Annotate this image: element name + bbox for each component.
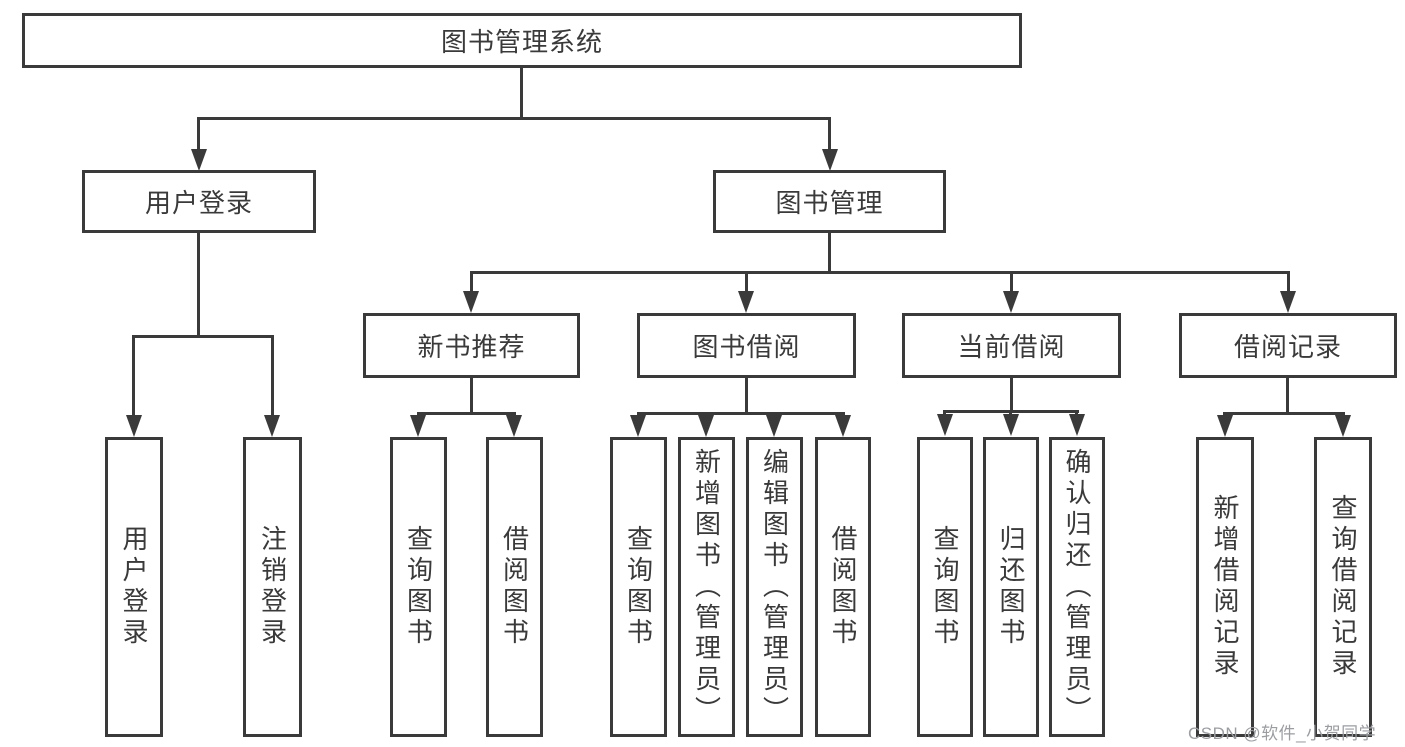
edge-line	[637, 412, 845, 415]
edge-arrowhead	[835, 415, 851, 437]
node-current-borrowing: 当前借阅	[902, 313, 1121, 378]
node-label: 借阅图书	[499, 525, 530, 649]
node-label: 借阅记录	[1233, 332, 1342, 362]
node-label: 查询图书	[623, 525, 654, 649]
node-library-system: 图书管理系统	[22, 13, 1022, 68]
edge-line	[745, 378, 748, 414]
node-user-login: 用户登录	[82, 170, 316, 233]
leaf-borrow-books-borrowing: 借阅图书	[815, 437, 871, 737]
edge-arrowhead	[766, 415, 782, 437]
node-label: 图书借阅	[692, 332, 801, 362]
edge-line	[197, 233, 200, 337]
node-label: 新书推荐	[417, 332, 526, 362]
node-new-book-recommend: 新书推荐	[363, 313, 580, 378]
node-label: 新增图书（管理员）	[691, 447, 722, 727]
node-label: 查询图书	[930, 525, 960, 649]
edge-line	[470, 271, 1290, 274]
edge-line	[828, 233, 831, 274]
leaf-user-login: 用户登录	[105, 437, 163, 737]
edge-line	[828, 117, 831, 152]
leaf-borrow-books-recommend: 借阅图书	[486, 437, 543, 737]
node-label: 注销登录	[257, 525, 288, 649]
edge-line	[132, 335, 135, 417]
edge-line	[745, 271, 748, 295]
edge-line	[1010, 378, 1013, 412]
node-label: 归还图书	[996, 525, 1026, 649]
edge-line	[520, 68, 523, 119]
edge-line	[1286, 378, 1289, 414]
node-label: 用户登录	[119, 525, 149, 649]
edge-arrowhead	[1280, 291, 1296, 313]
leaf-confirm-return-admin: 确认归还（管理员）	[1049, 437, 1105, 737]
leaf-return-books: 归还图书	[983, 437, 1039, 737]
edge-arrowhead	[738, 291, 754, 313]
leaf-query-books-borrowing: 查询图书	[610, 437, 667, 737]
leaf-query-books-recommend: 查询图书	[390, 437, 447, 737]
edge-arrowhead	[1217, 415, 1233, 437]
edge-line	[1010, 271, 1013, 295]
node-label: 借阅图书	[828, 525, 858, 649]
edge-line	[1224, 412, 1345, 415]
edge-arrowhead	[264, 415, 280, 437]
node-label: 图书管理	[775, 188, 884, 218]
edge-line	[470, 271, 473, 295]
watermark: CSDN @软件_小贺同学	[1188, 724, 1377, 743]
edge-arrowhead	[410, 415, 426, 437]
node-label: 查询图书	[403, 525, 434, 649]
edge-line	[132, 335, 274, 338]
edge-arrowhead	[191, 149, 207, 171]
edge-arrowhead	[937, 414, 953, 436]
edge-arrowhead	[126, 415, 142, 437]
node-book-borrowing: 图书借阅	[637, 313, 856, 378]
edge-line	[271, 335, 274, 417]
node-borrow-records: 借阅记录	[1179, 313, 1397, 378]
node-label: 当前借阅	[957, 332, 1066, 362]
edge-arrowhead	[1003, 414, 1019, 436]
leaf-add-borrow-record: 新增借阅记录	[1196, 437, 1254, 737]
edge-line	[197, 117, 200, 152]
leaf-logout: 注销登录	[243, 437, 302, 737]
node-book-management: 图书管理	[713, 170, 946, 233]
edge-arrowhead	[698, 415, 714, 437]
edge-line	[1287, 271, 1290, 295]
edge-arrowhead	[1003, 291, 1019, 313]
edge-arrowhead	[630, 415, 646, 437]
node-label: 查询借阅记录	[1328, 494, 1358, 680]
node-label: 编辑图书（管理员）	[759, 447, 790, 727]
edge-arrowhead	[463, 291, 479, 313]
node-label: 新增借阅记录	[1210, 494, 1240, 680]
node-label: 用户登录	[144, 188, 253, 218]
edge-arrowhead	[506, 415, 522, 437]
edge-line	[197, 117, 831, 120]
edge-arrowhead	[1335, 415, 1351, 437]
leaf-query-books-current: 查询图书	[917, 437, 973, 737]
edge-arrowhead	[822, 149, 838, 171]
leaf-edit-book-admin: 编辑图书（管理员）	[746, 437, 803, 737]
edge-arrowhead	[1069, 414, 1085, 436]
node-label: 图书管理系统	[440, 27, 603, 57]
edge-line	[470, 378, 473, 414]
leaf-query-borrow-record: 查询借阅记录	[1314, 437, 1372, 737]
edge-line	[417, 412, 516, 415]
node-label: 确认归还（管理员）	[1062, 447, 1092, 727]
leaf-add-book-admin: 新增图书（管理员）	[678, 437, 735, 737]
